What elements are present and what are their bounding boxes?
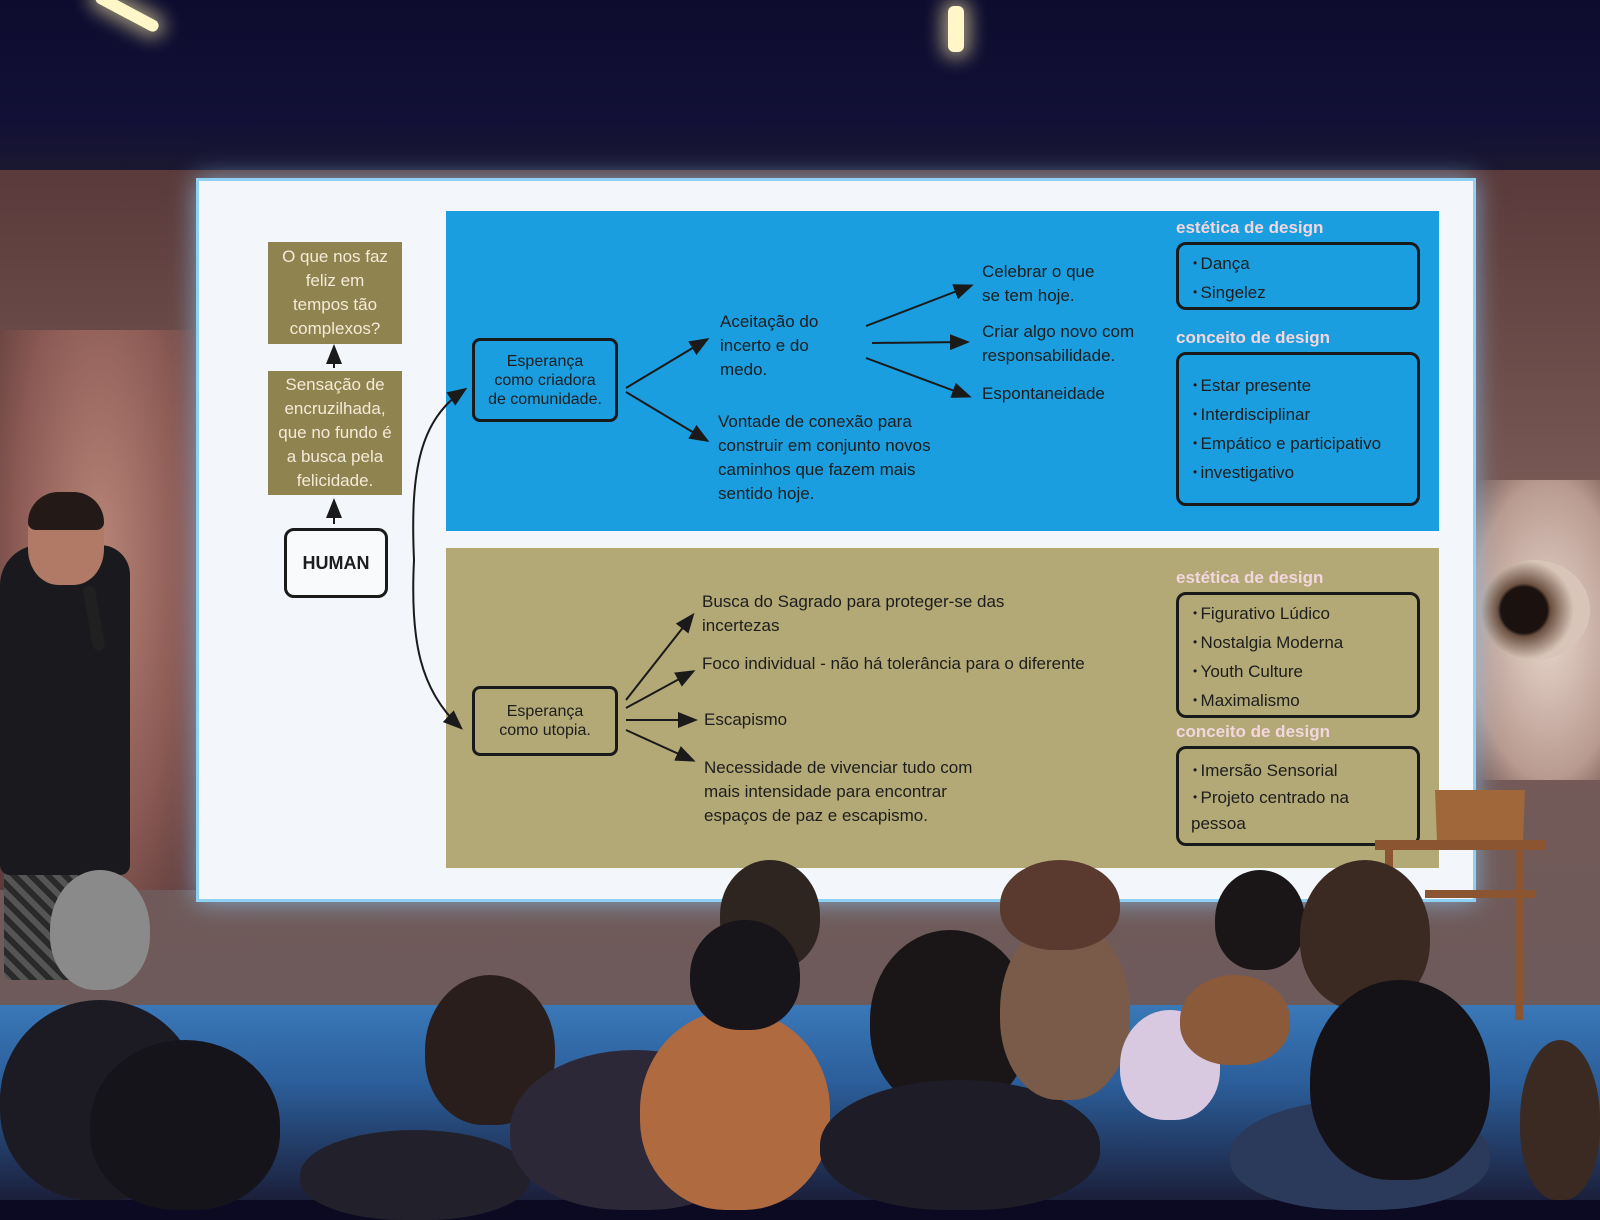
sensation-box: Sensação de encruzilhada, que no fundo é… <box>268 371 402 495</box>
list-item-continuation: pessoa <box>1191 814 1246 833</box>
list-item: Estar presente <box>1193 371 1417 400</box>
audience-member <box>50 870 150 990</box>
question-line: O que nos faz <box>282 247 388 266</box>
blue-aesthetic-title: estética de design <box>1176 218 1324 237</box>
audience-member <box>1310 980 1490 1180</box>
text-line: sentido hoje. <box>718 484 815 503</box>
text-line: incerto e do <box>720 336 809 355</box>
list-item: Interdisciplinar <box>1193 400 1417 429</box>
node-line: como utopia. <box>499 722 591 739</box>
blue-concept-list: Estar presente Interdisciplinar Empático… <box>1176 352 1420 506</box>
sensation-line: felicidade. <box>296 471 374 490</box>
audience-member <box>1520 1040 1600 1200</box>
text-line: Necessidade de vivenciar tudo com <box>704 758 973 777</box>
node-hope-community: Esperança como criadora de comunidade. <box>472 338 618 422</box>
presenter-hair <box>28 492 104 530</box>
ceiling <box>0 0 1600 170</box>
create-text: Criar algo novo com responsabilidade. <box>982 320 1134 368</box>
individual-text: Foco individual - não há tolerância para… <box>702 654 1085 673</box>
text-line: medo. <box>720 360 768 379</box>
text-line: incertezas <box>702 616 780 635</box>
question-line: complexos? <box>289 319 381 338</box>
connection-text: Vontade de conexão para construir em con… <box>718 410 931 506</box>
text-line: se tem hoje. <box>982 286 1075 305</box>
list-item: Nostalgia Moderna <box>1193 628 1417 657</box>
list-item: Figurativo Lúdico <box>1193 599 1417 628</box>
question-line: tempos tão <box>292 295 378 314</box>
text-line: Criar algo novo com <box>982 322 1135 341</box>
sacred-text: Busca do Sagrado para proteger-se das in… <box>702 590 1004 638</box>
presenter-body <box>0 545 130 875</box>
list-item: Singelez <box>1193 278 1417 307</box>
list-item: Youth Culture <box>1193 657 1417 686</box>
text-line: espaços de paz e escapismo. <box>704 806 928 825</box>
question-line: feliz em <box>305 271 365 290</box>
text-line: Busca do Sagrado para proteger-se das <box>702 592 1005 611</box>
escapism-text: Escapismo <box>704 710 788 729</box>
list-item: Imersão Sensorial <box>1193 757 1417 784</box>
text-line: caminhos que fazem mais <box>718 460 916 479</box>
list-item: Empático e participativo <box>1193 429 1417 458</box>
celebrate-text: Celebrar o que se tem hoje. <box>982 260 1094 308</box>
node-line: como criadora <box>494 371 596 389</box>
sensation-line: a busca pela <box>286 447 384 466</box>
olive-aesthetic-title: estética de design <box>1176 568 1324 587</box>
node-line: Esperança <box>506 703 584 720</box>
audience-member <box>1180 975 1290 1065</box>
text-line: construir em conjunto novos <box>718 436 931 455</box>
text-line: mais intensidade para encontrar <box>704 782 947 801</box>
sensation-line: encruzilhada, <box>284 399 386 418</box>
audience-member <box>1000 860 1120 950</box>
olive-concept-list: Imersão Sensorial Projeto centrado na pe… <box>1176 746 1420 846</box>
olive-aesthetic-list: Figurativo Lúdico Nostalgia Moderna Yout… <box>1176 592 1420 718</box>
audience-member <box>690 920 800 1030</box>
audience-member <box>1215 870 1305 970</box>
audience-member <box>640 1010 830 1210</box>
audience-member <box>300 1130 530 1220</box>
audience-member <box>90 1040 280 1210</box>
list-item: Projeto centrado na <box>1193 784 1417 811</box>
eye-image <box>1480 560 1590 660</box>
text-line: Aceitação do <box>720 312 819 331</box>
audience-member <box>1000 920 1130 1100</box>
sensation-line: Sensação de <box>285 375 385 394</box>
node-hope-utopia: Esperança como utopia. <box>472 686 618 756</box>
text-line: Celebrar o que <box>982 262 1095 281</box>
blue-aesthetic-list: Dança Singelez <box>1176 242 1420 310</box>
list-item: Dança <box>1193 249 1417 278</box>
acceptance-text: Aceitação do incerto e do medo. <box>720 310 818 382</box>
olive-concept-title: conceito de design <box>1176 722 1330 741</box>
human-node: HUMAN <box>284 528 388 598</box>
sensation-line: que no fundo é <box>278 423 392 442</box>
intensity-text: Necessidade de vivenciar tudo com mais i… <box>704 756 972 828</box>
text-line: responsabilidade. <box>982 346 1116 365</box>
list-item: Maximalismo <box>1193 686 1417 715</box>
text-line: Vontade de conexão para <box>718 412 912 431</box>
ceiling-light <box>948 6 964 52</box>
audience-member <box>820 1080 1100 1210</box>
spontaneity-text: Espontaneidade <box>982 384 1105 403</box>
node-line: Esperança <box>506 352 584 370</box>
list-item: investigativo <box>1193 458 1417 487</box>
blue-concept-title: conceito de design <box>1176 328 1330 347</box>
question-box: O que nos faz feliz em tempos tão comple… <box>268 242 402 344</box>
node-line: de comunidade. <box>488 390 602 408</box>
